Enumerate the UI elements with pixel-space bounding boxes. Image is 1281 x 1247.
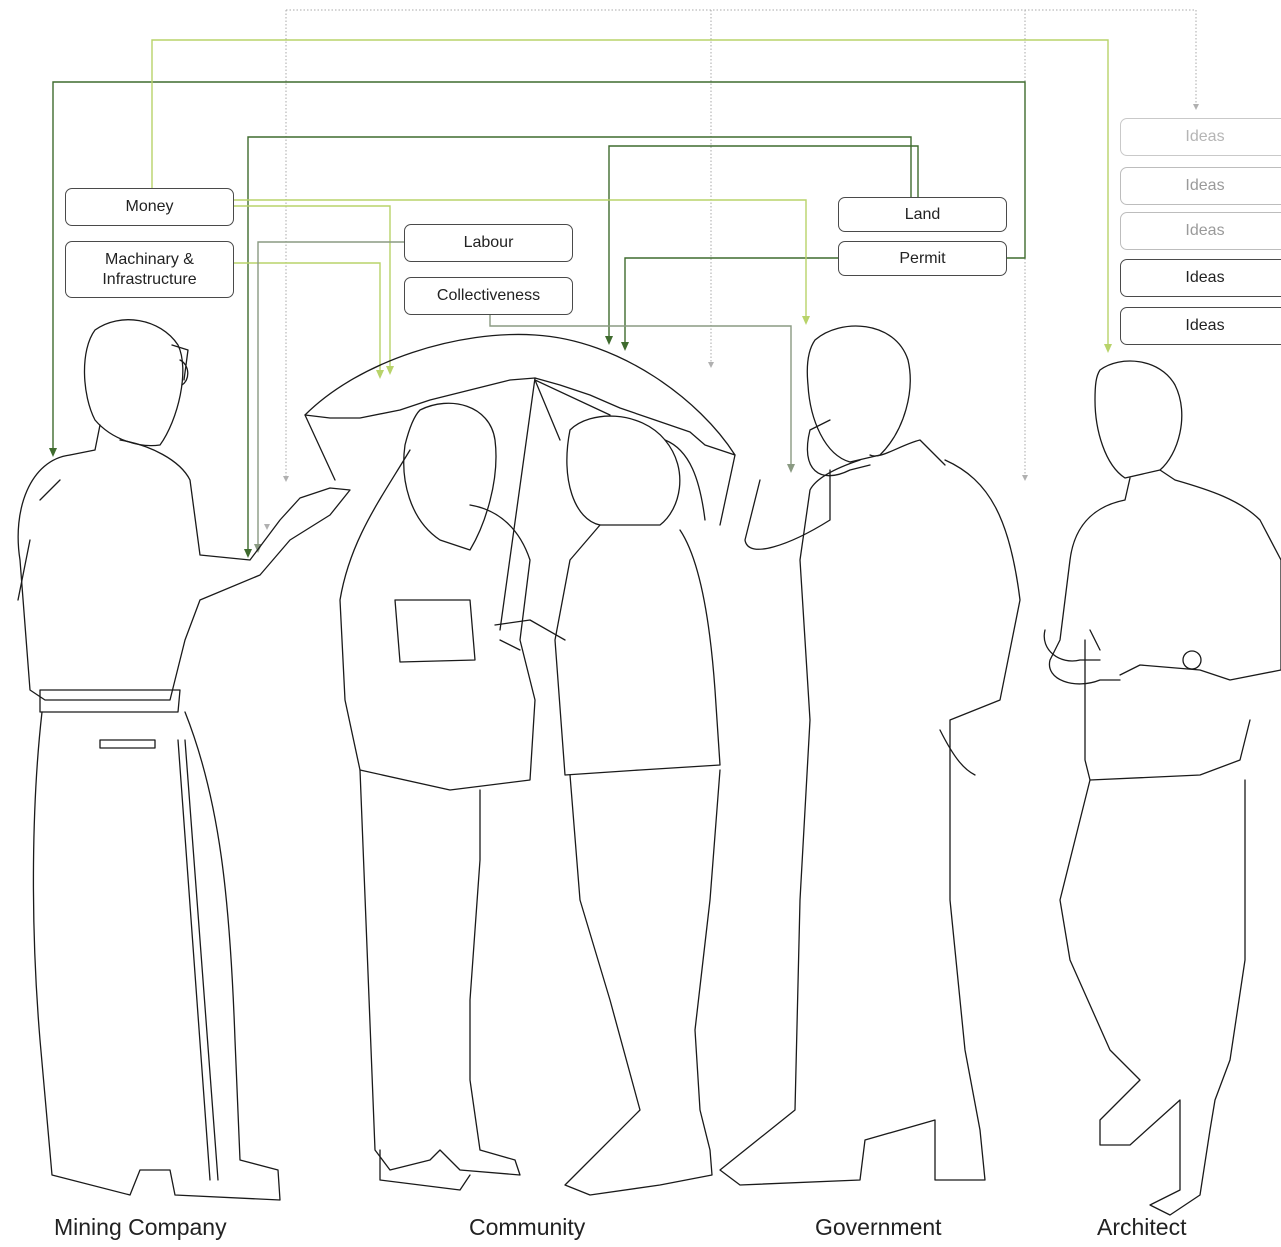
government-label: Government xyxy=(815,1214,942,1240)
community-woman-hijab xyxy=(339,402,536,1191)
machinery-to-community-line xyxy=(233,262,381,376)
architect-label: Architect xyxy=(1097,1214,1187,1240)
ideas-box-4: Ideas xyxy=(1120,259,1281,297)
land-to-mining-line xyxy=(247,136,912,555)
money-to-government-line xyxy=(233,199,807,322)
money-to-architect-line xyxy=(151,39,1109,350)
permit-to-community-line xyxy=(624,257,838,348)
community-woman-ponytail xyxy=(494,415,721,1196)
land-box: Land xyxy=(838,197,1007,232)
machinery-box: Machinary & Infrastructure xyxy=(65,241,234,298)
ideas-box-2: Ideas xyxy=(1120,167,1281,205)
labour-box: Labour xyxy=(404,224,573,262)
permit-to-mining-line xyxy=(52,81,1026,454)
labour-to-mining-line xyxy=(257,241,405,550)
money-box: Money xyxy=(65,188,234,226)
ideas-box-5: Ideas xyxy=(1120,307,1281,345)
mining-company-label: Mining Company xyxy=(54,1214,227,1240)
collectiveness-box: Collectiveness xyxy=(404,277,573,315)
government-figure xyxy=(719,325,1021,1186)
architect-figure xyxy=(1043,360,1281,1216)
permit-box: Permit xyxy=(838,241,1007,276)
umbrella xyxy=(304,333,736,631)
collectiveness-to-government-line xyxy=(489,314,792,470)
money-to-community-line xyxy=(233,205,391,372)
mining-company-figure xyxy=(17,319,351,1201)
ideas-box-1: Ideas xyxy=(1120,118,1281,156)
land-to-community-line xyxy=(608,145,919,342)
ideas-box-3: Ideas xyxy=(1120,212,1281,250)
community-label: Community xyxy=(469,1214,586,1240)
arrowheads xyxy=(49,104,1199,558)
